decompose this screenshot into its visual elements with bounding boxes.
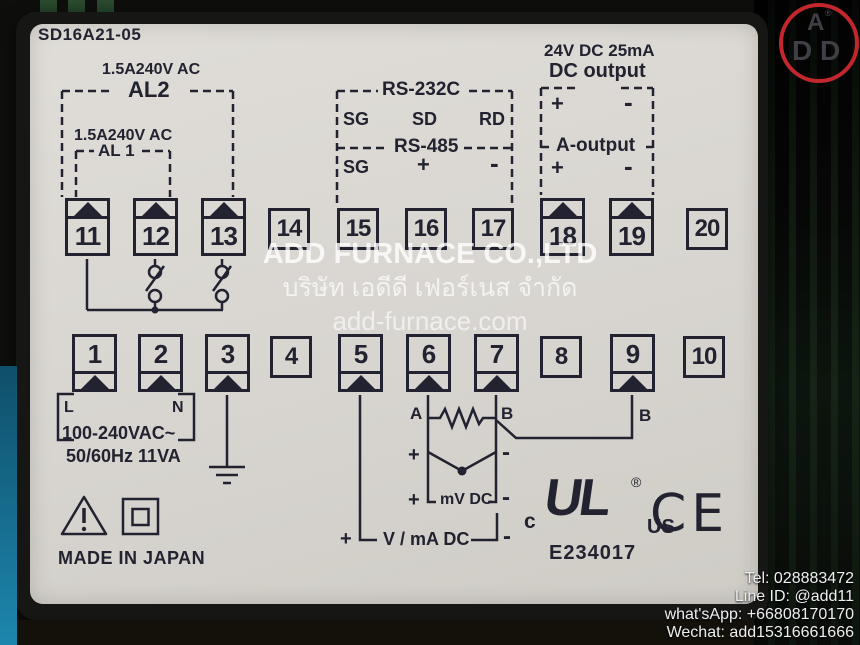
dc-title: DC output: [549, 60, 646, 82]
device-bottom: [17, 620, 754, 645]
contact-whatsapp: what'sApp: +66808170170: [664, 606, 854, 623]
dc-rating: 24V DC 25mA: [544, 41, 655, 60]
watermark-website: add-furnace.com: [332, 306, 528, 336]
terminal-19: 19: [609, 198, 654, 256]
terminal-5: 5: [338, 334, 383, 392]
watermark-company: ADD FURNACE CO.,LTD: [262, 238, 598, 270]
terminal-16: 16: [405, 208, 447, 250]
neutral-label: N: [172, 399, 184, 416]
ul-c-label: c: [524, 510, 536, 533]
terminal-18: 18: [540, 198, 585, 256]
add-logo: A ® D D: [779, 3, 859, 83]
rs485-minus: -: [490, 148, 499, 178]
supply-voltage: 100-240VAC~: [62, 423, 176, 443]
terminal-2: 2: [138, 334, 183, 392]
terminal-17: 17: [472, 208, 514, 250]
screw-triangle-icon: [341, 371, 380, 389]
terminal-4: 4: [270, 336, 312, 378]
terminal-6: 6: [406, 334, 451, 392]
logo-letter-a: A: [807, 9, 825, 36]
rs232c-title: RS-232C: [382, 79, 461, 100]
vma-plus: +: [340, 528, 352, 550]
ul-us-label: US: [647, 516, 675, 538]
terminal-8: 8: [540, 336, 582, 378]
terminal-7: 7: [474, 334, 519, 392]
terminal-3: 3: [205, 334, 250, 392]
screw-triangle-icon: [204, 201, 243, 219]
rtd-b-label: B: [501, 404, 514, 423]
screw-triangle-icon: [409, 371, 448, 389]
contact-line-id: Line ID: @add11: [734, 588, 854, 605]
contact-wechat: Wechat: add15316661666: [666, 624, 854, 641]
vma-label: V / mA DC: [383, 529, 470, 549]
mv-minus: -: [502, 484, 510, 511]
ce-mark: CE: [650, 484, 730, 544]
tc-minus: -: [502, 439, 510, 466]
origin-label: MADE IN JAPAN: [58, 548, 206, 568]
rtd-b2-label: B: [639, 406, 652, 425]
al1-title: AL 1: [98, 141, 135, 160]
screw-triangle-icon: [612, 201, 651, 219]
terminal-14: 14: [268, 208, 310, 250]
screw-triangle-icon: [136, 201, 175, 219]
rs232c-sd: SD: [412, 109, 438, 129]
screw-triangle-icon: [543, 201, 582, 219]
terminal-11: 11: [65, 198, 110, 256]
supply-frequency: 50/60Hz 11VA: [66, 446, 181, 466]
screw-triangle-icon: [141, 371, 180, 389]
dc-minus: -: [624, 87, 633, 117]
terminal-1: 1: [72, 334, 117, 392]
terminal-13: 13: [201, 198, 246, 256]
a-output-plus: +: [551, 155, 564, 180]
rs232c-sg: SG: [343, 109, 370, 129]
vma-minus: -: [503, 523, 511, 550]
contact-block: Tel: 028883472 Line ID: @add11 what'sApp…: [665, 570, 854, 642]
screw-triangle-icon: [477, 371, 516, 389]
dc-plus: +: [551, 91, 564, 116]
contact-tel: Tel: 028883472: [744, 570, 854, 587]
tc-plus: +: [408, 444, 420, 466]
registered-icon: ®: [825, 8, 832, 18]
ul-mark: UL: [540, 469, 613, 527]
rs485-sg: SG: [343, 157, 370, 177]
screw-triangle-icon: [208, 371, 247, 389]
a-output-minus: -: [624, 151, 633, 181]
mv-plus: +: [408, 489, 420, 511]
logo-letter-d1: D: [792, 35, 813, 66]
line-label: L: [64, 399, 74, 416]
panel-edge: [0, 366, 17, 645]
screw-triangle-icon: [68, 201, 107, 219]
rtd-a-label: A: [410, 404, 423, 423]
ul-file-number: E234017: [549, 542, 637, 564]
ul-registered-icon: ®: [631, 474, 642, 490]
terminal-20: 20: [686, 208, 728, 250]
watermark-thai: บริษัท เอดีดี เฟอร์เนส จำกัด: [282, 274, 578, 302]
screw-triangle-icon: [75, 371, 114, 389]
terminal-9: 9: [610, 334, 655, 392]
terminal-10: 10: [683, 336, 725, 378]
logo-letter-d2: D: [820, 35, 841, 66]
screw-triangle-icon: [613, 371, 652, 389]
al2-rating: 1.5A240V AC: [102, 61, 201, 78]
mv-label: mV DC: [440, 491, 493, 508]
rs485-plus: +: [417, 152, 430, 177]
terminal-15: 15: [337, 208, 379, 250]
al2-title: AL2: [128, 77, 170, 102]
rs232c-rd: RD: [479, 109, 505, 129]
terminal-12: 12: [133, 198, 178, 256]
model-number: SD16A21-05: [38, 25, 142, 44]
device-side-vents: [754, 0, 860, 645]
